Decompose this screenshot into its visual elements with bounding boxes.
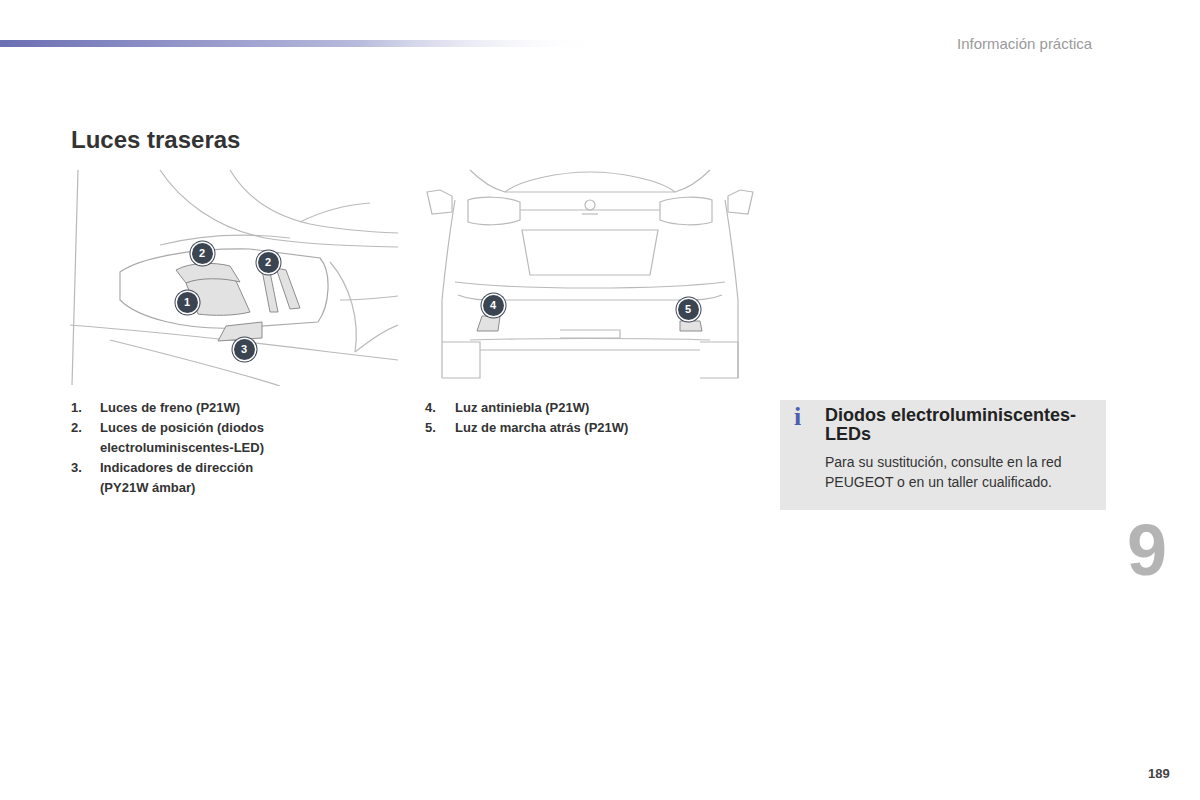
list-item: Luz de marcha atrás (P21W)	[455, 418, 715, 438]
list-item: Luces de posición (diodos electroluminis…	[100, 418, 305, 458]
section-title: Luces traseras	[71, 126, 240, 154]
list-number: 3.	[71, 458, 82, 478]
list-number: 4.	[425, 398, 436, 418]
callout-label: 1	[184, 297, 190, 308]
info-heading: Diodos electroluminiscentes-LEDs	[825, 406, 1092, 444]
list-item: Luz antiniebla (P21W)	[455, 398, 715, 418]
callout-label: 2	[265, 257, 271, 268]
info-body: Para su sustitución, consulte en la red …	[825, 452, 1092, 492]
callout-label: 5	[685, 304, 691, 315]
callout-label: 3	[241, 344, 247, 355]
callout-label: 4	[490, 300, 496, 311]
list-number: 2.	[71, 418, 82, 438]
callout-number: 5	[678, 299, 699, 320]
position-lamp	[176, 263, 240, 283]
position-lamp	[262, 270, 278, 312]
rear-lamp-shapes	[477, 316, 702, 331]
rear-light-cluster-drawing	[70, 170, 398, 386]
chapter-number: 9	[1127, 514, 1167, 586]
callout-number: 2	[258, 252, 279, 273]
callout-label: 2	[199, 248, 205, 259]
info-box: i Diodos electroluminiscentes-LEDsPara su…	[780, 400, 1106, 510]
callout-number: 3	[234, 339, 255, 360]
list-number: 5.	[425, 418, 436, 438]
info-icon: i	[794, 404, 801, 430]
car-rear-drawing	[427, 170, 753, 378]
callout-number: 2	[192, 243, 213, 264]
header-bar	[0, 40, 600, 47]
position-lamp	[276, 268, 300, 309]
lamp-shapes	[176, 263, 300, 341]
list-item: Indicadores de dirección (PY21W ámbar)	[100, 458, 305, 498]
running-header: Información práctica	[957, 34, 1092, 54]
list-item: Luces de freno (P21W)	[100, 398, 305, 418]
callout-number: 1	[177, 292, 198, 313]
page-number: 189	[1148, 764, 1170, 784]
indicator-lamp	[218, 322, 262, 341]
list-number: 1.	[71, 398, 82, 418]
fog-lamp	[477, 316, 500, 331]
reversing-lamp	[680, 321, 702, 331]
callout-number: 4	[483, 295, 504, 316]
